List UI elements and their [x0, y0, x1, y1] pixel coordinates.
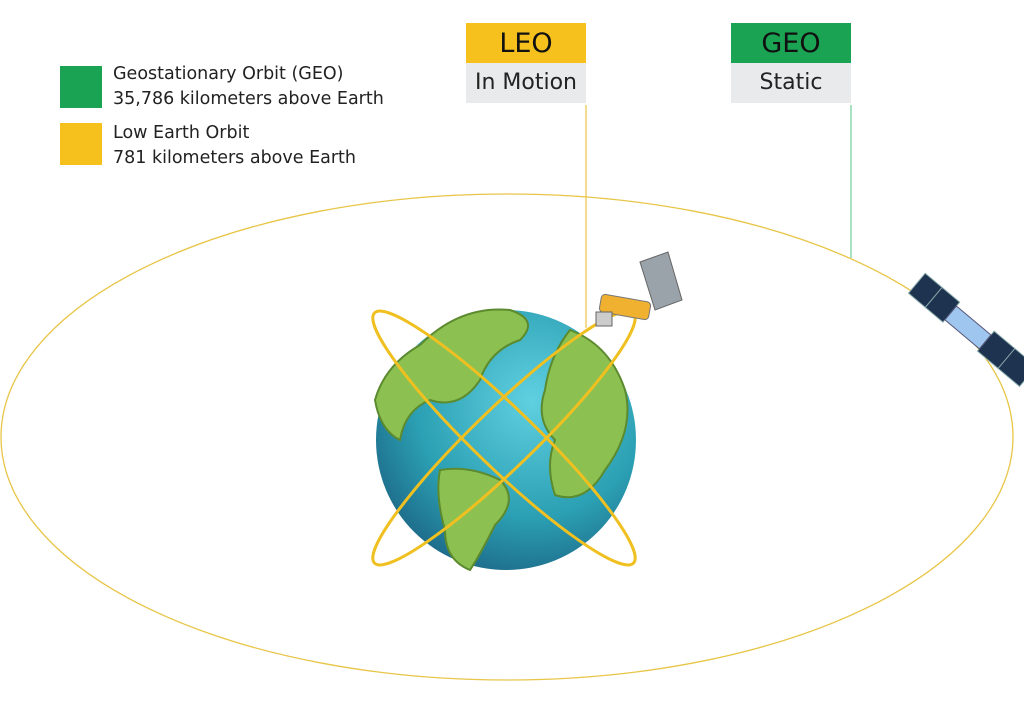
geo-orbit-path: [0, 193, 1014, 681]
geo-tag: GEO Static: [731, 23, 851, 103]
leo-tag: LEO In Motion: [466, 23, 586, 103]
leo-tag-subtitle: In Motion: [466, 63, 586, 103]
legend-detail-geo: 35,786 kilometers above Earth: [113, 89, 384, 109]
legend-title-geo: Geostationary Orbit (GEO): [113, 64, 344, 84]
earth-globe: [373, 308, 636, 572]
leo-tag-title: LEO: [466, 23, 586, 63]
geo-tag-subtitle: Static: [731, 63, 851, 103]
geo-tag-title: GEO: [731, 23, 851, 63]
geo-satellite-icon: [907, 272, 1024, 388]
legend-swatch-geo: [60, 66, 102, 108]
legend-title-leo: Low Earth Orbit: [113, 123, 250, 143]
legend-detail-leo: 781 kilometers above Earth: [113, 148, 357, 168]
leo-satellite-icon: [595, 251, 683, 327]
legend-swatch-leo: [60, 123, 102, 165]
